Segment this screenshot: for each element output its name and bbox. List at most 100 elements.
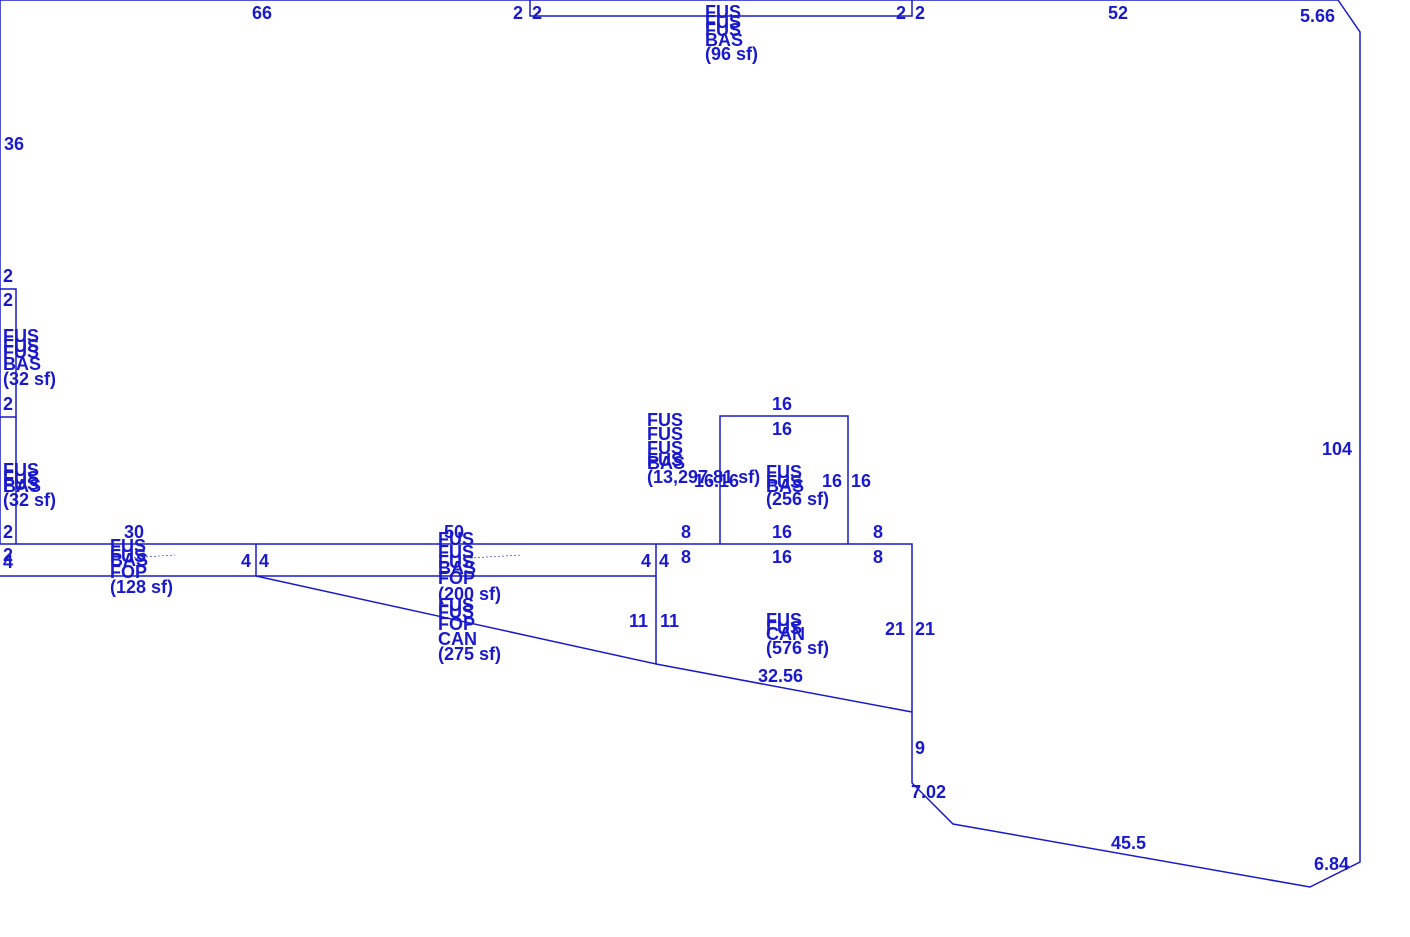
svg-text:BAS: BAS [647, 453, 685, 473]
area-label-porch-left: FUS FUS BAS FOP (128 sf) [110, 536, 173, 597]
dim-top-52: 52 [1108, 3, 1128, 23]
dim-left-2-e: 2 [3, 545, 13, 565]
svg-text:(96 sf): (96 sf) [705, 44, 758, 64]
dim-left-2-b: 2 [3, 290, 13, 310]
area-label-box-upper: FUS FUS BAS (256 sf) [766, 462, 829, 509]
dim-corner-684: 6.84 [1314, 854, 1349, 874]
svg-text:(200 sf): (200 sf) [438, 584, 501, 604]
area-label-left-bay-1: FUS FUS FUS BAS (32 sf) [3, 326, 56, 389]
outline-lines [0, 0, 1361, 888]
svg-text:FUS: FUS [438, 542, 474, 562]
svg-text:FOP: FOP [438, 614, 475, 634]
dim-box-21-b: 21 [915, 619, 935, 639]
area-label-top-bay: FUS FUS FUS BAS (96 sf) [705, 2, 758, 64]
dim-box-16-inner: 16 [772, 419, 792, 439]
svg-text:(13,297.81 sf): (13,297.81 sf) [647, 467, 760, 487]
svg-text:FUS: FUS [647, 438, 683, 458]
dim-box-16-right-b: 16 [851, 471, 871, 491]
canopy-box-outline [655, 663, 913, 713]
dim-left-2-d: 2 [3, 522, 13, 542]
svg-text:FUS: FUS [705, 12, 741, 32]
svg-text:(32 sf): (32 sf) [3, 490, 56, 510]
dimension-labels: 66 2 2 2 2 52 5.66 36 2 2 2 2 2 4 104 30… [3, 3, 1352, 874]
svg-text:FUS: FUS [3, 460, 39, 480]
svg-text:FUS: FUS [705, 20, 741, 40]
svg-text:FUS: FUS [766, 462, 802, 482]
dim-box-8-b: 8 [681, 547, 691, 567]
svg-text:BAS: BAS [3, 354, 41, 374]
svg-text:FUS: FUS [438, 529, 474, 549]
area-labels: FUS FUS FUS BAS (96 sf) FUS FUS FUS BAS … [3, 2, 829, 664]
dim-porch-4-b: 4 [259, 551, 269, 571]
dim-left-4: 4 [3, 552, 13, 572]
area-label-left-bay-2: FUS FUS FUS BAS (32 sf) [3, 460, 56, 510]
dim-right-104: 104 [1322, 439, 1352, 459]
svg-text:(576 sf): (576 sf) [766, 638, 829, 658]
svg-text:FUS: FUS [647, 410, 683, 430]
svg-text:BAS: BAS [438, 558, 476, 578]
dim-box-16-right-a: 16 [822, 471, 842, 491]
dim-porch-4-a: 4 [241, 551, 251, 571]
svg-text:FUS: FUS [3, 468, 39, 488]
svg-text:FUS: FUS [647, 450, 683, 470]
dim-diag-702: 7.02 [911, 782, 946, 802]
dim-box-21-a: 21 [885, 619, 905, 639]
dim-box-8-c: 8 [873, 522, 883, 542]
svg-text:FOP: FOP [110, 562, 147, 582]
area-label-canopy: FUS FUS FOP CAN (275 sf) [438, 595, 501, 664]
svg-text:(128 sf): (128 sf) [110, 577, 173, 597]
dim-right-9: 9 [915, 738, 925, 758]
svg-text:(32 sf): (32 sf) [3, 369, 56, 389]
area-label-main: FUS FUS FUS FUS BAS (13,297.81 sf) [647, 410, 760, 487]
svg-text:FUS: FUS [766, 610, 802, 630]
svg-text:FUS: FUS [438, 552, 474, 572]
svg-text:BAS: BAS [110, 550, 148, 570]
svg-text:FUS: FUS [438, 602, 474, 622]
dim-box-16-bottom-a: 16 [772, 522, 792, 542]
svg-text:FUS: FUS [3, 342, 39, 362]
dim-top-2-d: 2 [915, 3, 925, 23]
dim-top-66: 66 [252, 3, 272, 23]
dim-bottom-455: 45.5 [1111, 833, 1146, 853]
svg-text:BAS: BAS [3, 476, 41, 496]
area-label-porch-mid: FUS FUS FUS BAS FOP (200 sf) [438, 529, 501, 604]
porch-strip-outline [0, 544, 657, 577]
leader-line-1 [129, 554, 176, 559]
area-label-box-lower: FUS FUS CAN (576 sf) [766, 610, 829, 658]
dim-diag-3256: 32.56 [758, 666, 803, 686]
dim-left-36: 36 [4, 134, 24, 154]
svg-text:FUS: FUS [705, 2, 741, 22]
dim-mid-50: 50 [444, 522, 464, 542]
dim-box-16-left: 16.16 [694, 471, 739, 491]
svg-text:CAN: CAN [438, 629, 477, 649]
svg-text:BAS: BAS [705, 30, 743, 50]
leader-line-2 [469, 554, 523, 559]
svg-text:FUS: FUS [766, 618, 802, 638]
svg-text:FUS: FUS [647, 424, 683, 444]
dim-top-2-c: 2 [896, 3, 906, 23]
dim-mid-4-b: 4 [659, 551, 669, 571]
dim-top-2-b: 2 [532, 3, 542, 23]
svg-text:FUS: FUS [110, 546, 146, 566]
upper-box-outline [719, 415, 849, 544]
svg-text:FUS: FUS [110, 536, 146, 556]
svg-text:(256 sf): (256 sf) [766, 489, 829, 509]
svg-text:FOP: FOP [438, 568, 475, 588]
dim-box-16-top: 16 [772, 394, 792, 414]
dim-left-2-a: 2 [3, 266, 13, 286]
svg-text:FUS: FUS [766, 472, 802, 492]
dim-box-8-a: 8 [681, 522, 691, 542]
dim-mid-11-b: 11 [660, 611, 679, 631]
dim-left-2-c: 2 [3, 394, 13, 414]
dim-porch-30: 30 [124, 522, 144, 542]
svg-text:CAN: CAN [766, 624, 805, 644]
svg-text:FUS: FUS [438, 595, 474, 615]
dim-corner-566: 5.66 [1300, 6, 1335, 26]
dim-top-2-a: 2 [513, 3, 523, 23]
svg-text:(275 sf): (275 sf) [438, 644, 501, 664]
dim-mid-4-a: 4 [641, 551, 651, 571]
dim-mid-11-a: 11 [629, 611, 648, 631]
dim-box-8-d: 8 [873, 547, 883, 567]
svg-text:BAS: BAS [766, 476, 804, 496]
